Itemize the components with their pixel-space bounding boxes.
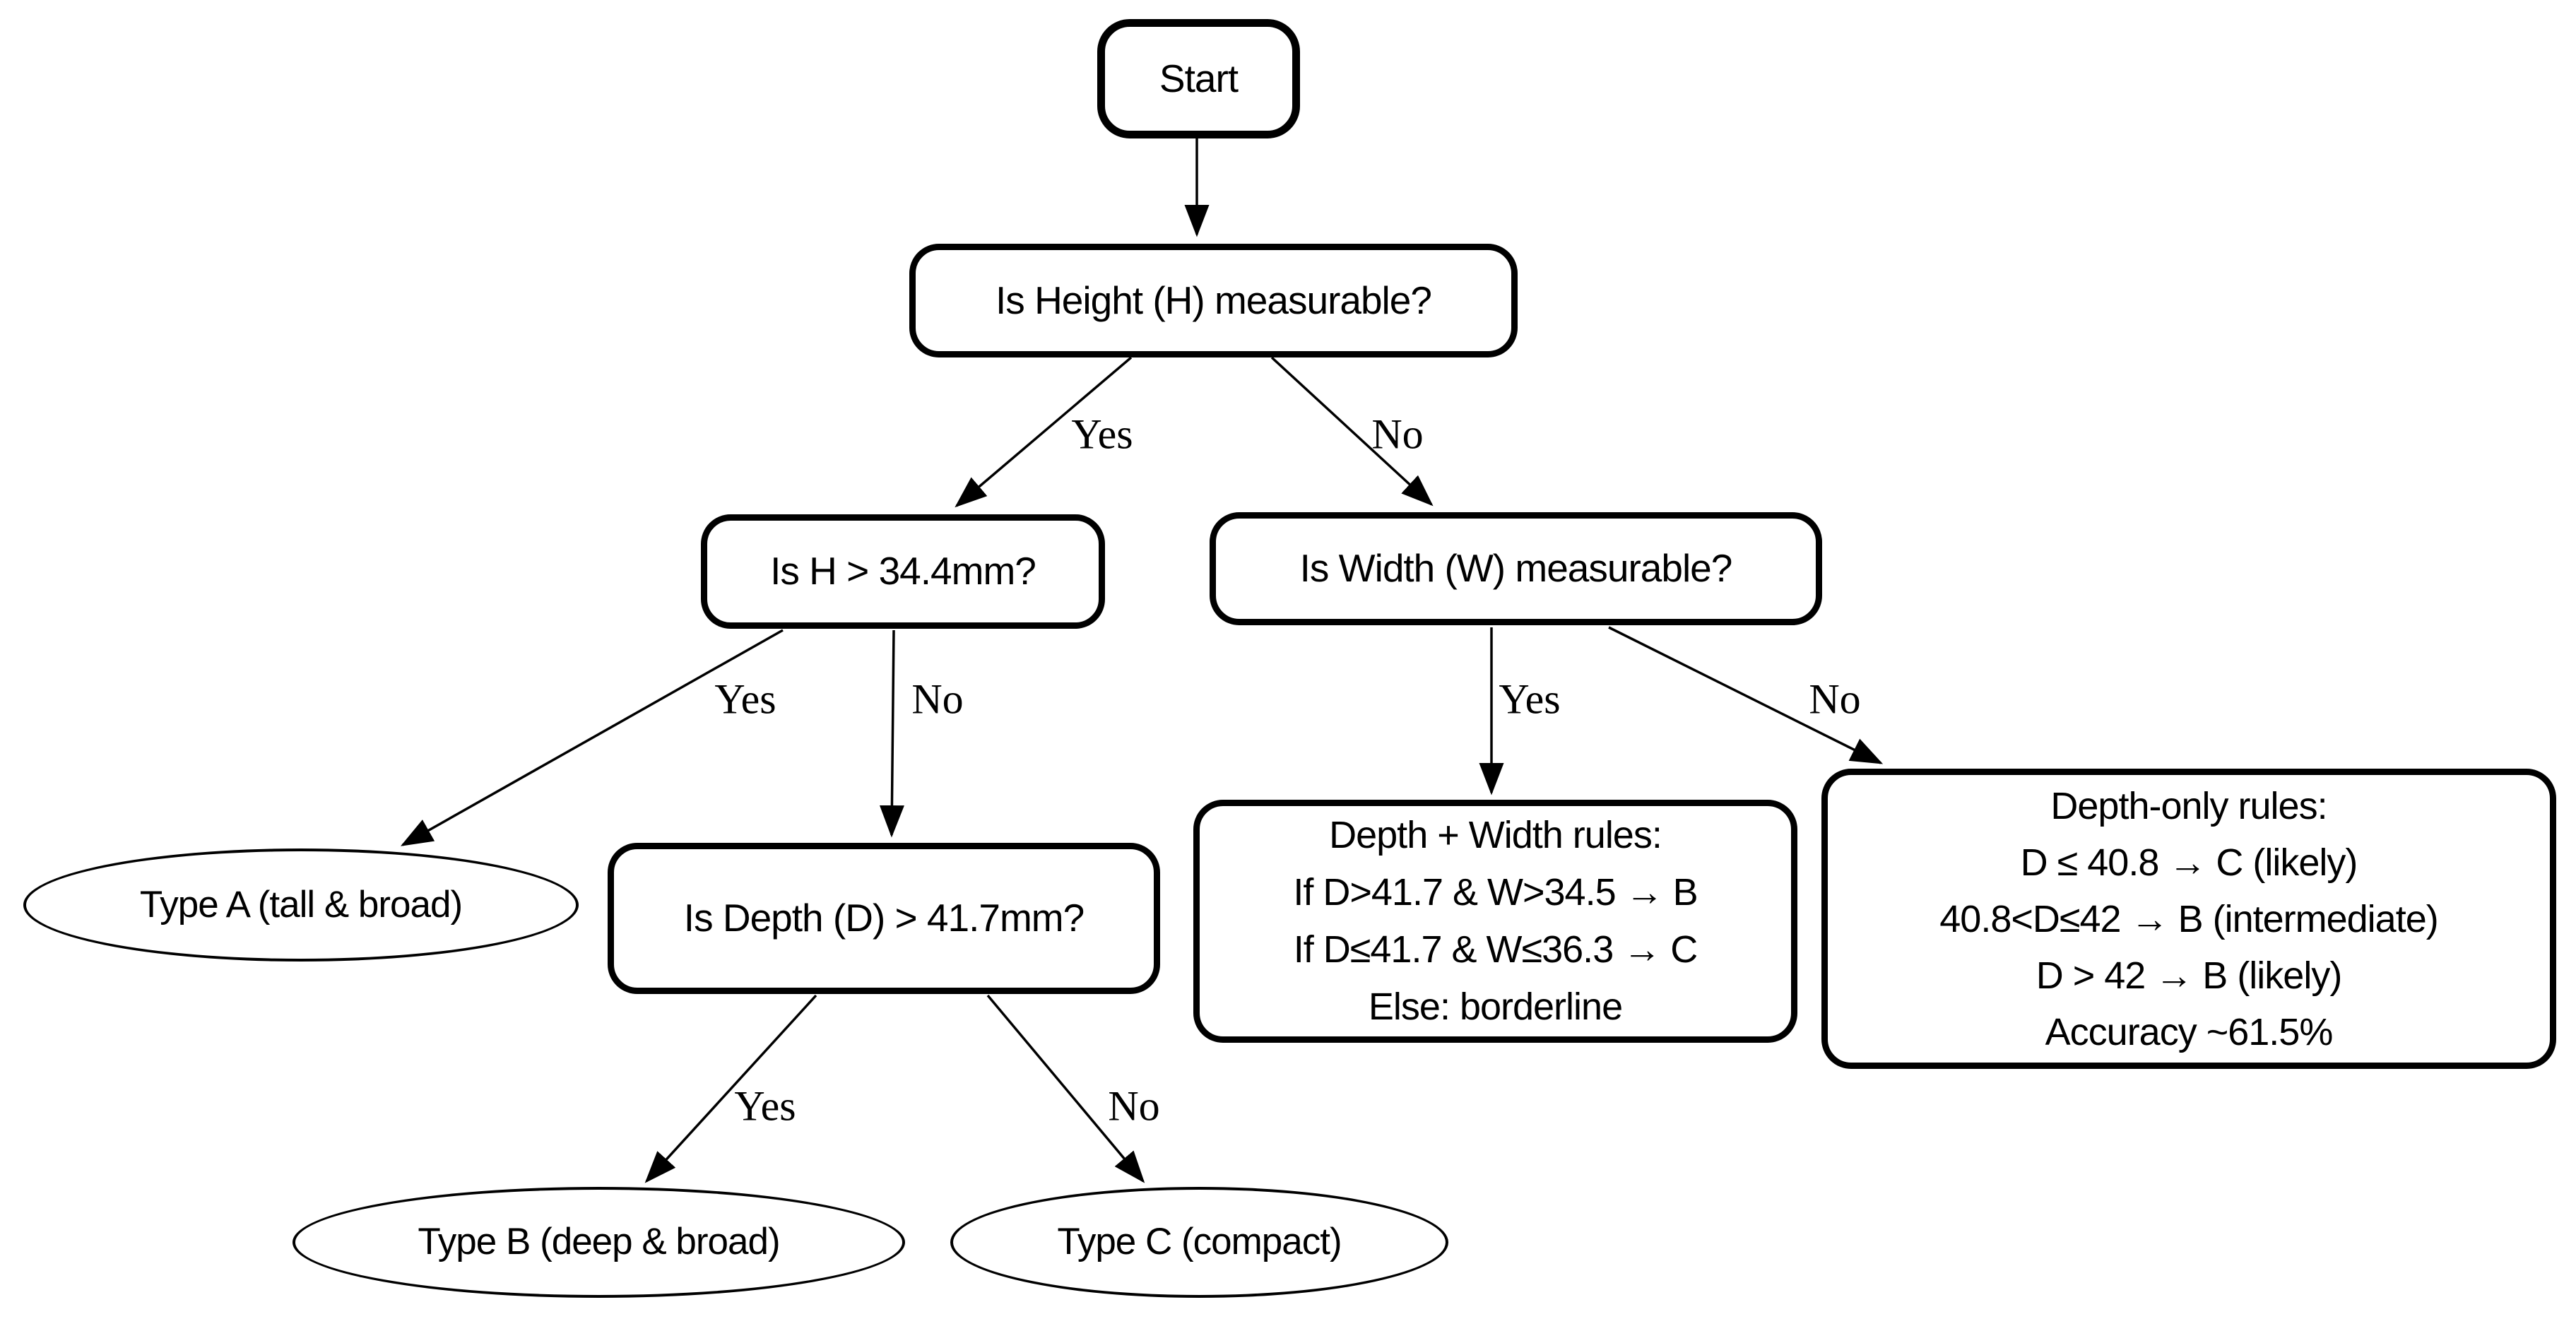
- edge-heightq-widthq: [1270, 356, 1434, 507]
- edge-label-heightq-yes: Yes: [1071, 410, 1133, 458]
- edge-label-depthq-yes: Yes: [734, 1082, 796, 1130]
- depth-width-rule-2: If D≤41.7 & W≤36.3 → C: [1293, 928, 1698, 971]
- node-h-threshold-question: Is H > 34.4mm?: [701, 514, 1105, 629]
- edge-depthq-typec: [986, 994, 1145, 1183]
- depth-only-rules-title: Depth-only rules:: [2050, 784, 2327, 827]
- node-type-b-label: Type B (deep & broad): [418, 1221, 780, 1263]
- edge-hthreshq-depthq: [879, 629, 904, 838]
- node-depth-question-label: Is Depth (D) > 41.7mm?: [683, 896, 1085, 940]
- node-type-c-label: Type C (compact): [1057, 1221, 1342, 1263]
- node-type-b: Type B (deep & broad): [293, 1187, 905, 1298]
- node-height-question: Is Height (H) measurable?: [909, 244, 1518, 357]
- depth-width-rule-else: Else: borderline: [1368, 986, 1623, 1028]
- depth-only-rules-accuracy: Accuracy ~61.5%: [2045, 1010, 2334, 1053]
- node-height-question-label: Is Height (H) measurable?: [995, 278, 1432, 322]
- depth-width-rule-1: If D>41.7 & W>34.5 → B: [1293, 871, 1698, 913]
- depth-width-rules-title: Depth + Width rules:: [1329, 814, 1662, 856]
- depth-only-rule-3: D > 42 → B (likely): [2036, 954, 2343, 997]
- edge-heightq-hthreshq: [955, 356, 1133, 508]
- edge-hthreshq-typea: [400, 629, 784, 846]
- depth-only-rule-1: D ≤ 40.8 → C (likely): [2020, 841, 2358, 884]
- edge-label-hthreshq-yes: Yes: [714, 675, 776, 723]
- node-type-a-label: Type A (tall & broad): [139, 883, 463, 925]
- edge-depthq-typeb: [644, 994, 817, 1183]
- edge-label-widthq-no: No: [1809, 675, 1861, 723]
- edge-label-depthq-no: No: [1108, 1082, 1160, 1130]
- node-start: Start: [1097, 19, 1300, 138]
- edge-widthq-depthonlyrules: [1608, 626, 1884, 764]
- edge-label-heightq-no: No: [1371, 410, 1424, 458]
- node-depth-question: Is Depth (D) > 41.7mm?: [608, 843, 1160, 994]
- node-depth-only-rules: Depth-only rules: D ≤ 40.8 → C (likely) …: [1821, 769, 2556, 1069]
- node-type-a: Type A (tall & broad): [23, 848, 579, 962]
- edge-label-widthq-yes: Yes: [1499, 675, 1561, 723]
- node-h-threshold-question-label: Is H > 34.4mm?: [770, 549, 1036, 593]
- node-width-question: Is Width (W) measurable?: [1210, 512, 1822, 625]
- node-depth-width-rules: Depth + Width rules: If D>41.7 & W>34.5 …: [1193, 800, 1797, 1043]
- depth-only-rule-2: 40.8<D≤42 → B (intermediate): [1939, 897, 2438, 940]
- edge-label-hthreshq-no: No: [911, 675, 964, 723]
- node-start-label: Start: [1159, 56, 1239, 100]
- node-type-c: Type C (compact): [950, 1187, 1448, 1298]
- node-width-question-label: Is Width (W) measurable?: [1299, 546, 1733, 591]
